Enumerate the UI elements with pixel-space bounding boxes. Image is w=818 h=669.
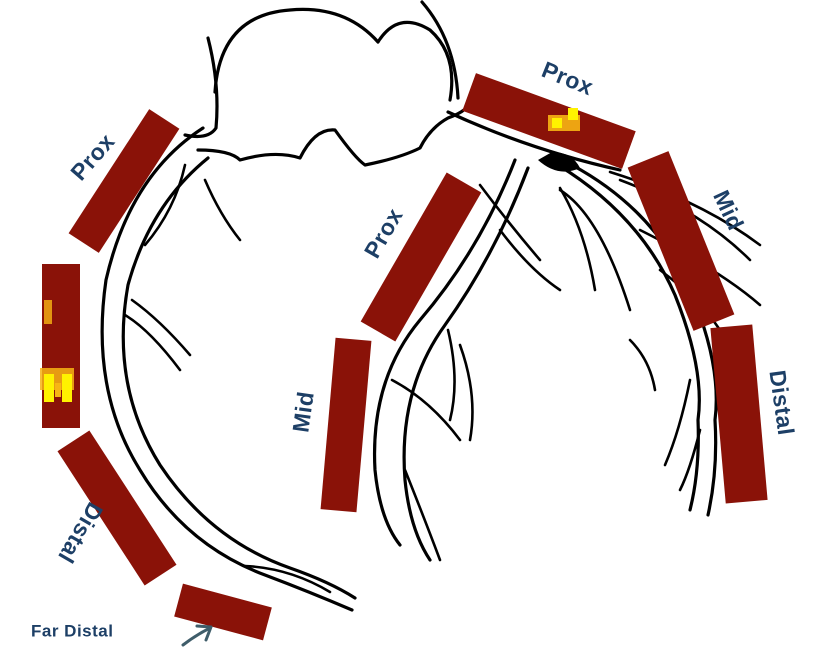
- segment-bar-lad-prox: [360, 172, 482, 342]
- label-rca-far-distal: Far Distal: [31, 621, 113, 640]
- segment-bar-rca-prox: [68, 109, 180, 253]
- label-rca-distal: Distal: [53, 498, 108, 568]
- lcx-prox-hotspot: [548, 108, 580, 131]
- label-lcx-distal: Distal: [764, 368, 799, 437]
- segment-bars: [40, 73, 768, 641]
- segment-bar-lcx-distal: [710, 324, 768, 504]
- far-distal-arrow: [181, 624, 213, 647]
- segment-bar-rca-mid: [42, 264, 80, 428]
- label-lcx-mid: Mid: [708, 186, 749, 234]
- segment-bar-rca-distal: [57, 430, 177, 586]
- segment-bar-lad-mid: [320, 337, 372, 513]
- right-coronary-artery: [100, 126, 357, 612]
- vessel-ostium-marker: [538, 152, 580, 172]
- segment-bar-lcx-mid: [627, 151, 735, 331]
- rca-mid-hotspot: [40, 300, 74, 402]
- left-coronary-artery: [372, 98, 762, 562]
- label-lcx-prox: Prox: [538, 56, 597, 100]
- label-lad-mid: Mid: [287, 390, 318, 434]
- aortic-root-outline: [183, 0, 472, 167]
- segment-bar-rca-far-distal: [174, 583, 272, 641]
